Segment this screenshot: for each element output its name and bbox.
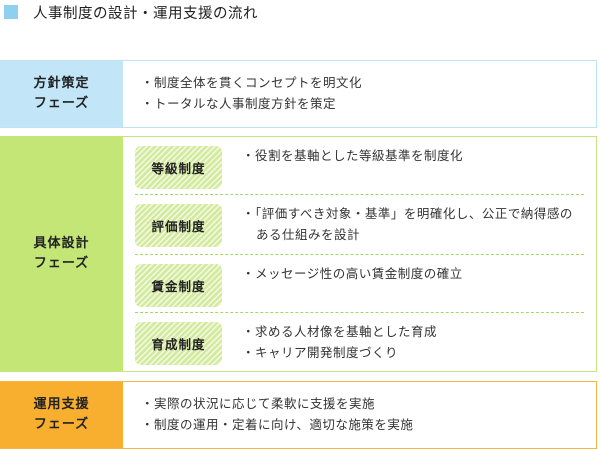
- phase-body: ・実際の状況に応じて柔軟に支援を実施 ・制度の運用・定着に向け、適切な施策を実施: [123, 382, 596, 448]
- system-tag: 賃金制度: [135, 264, 222, 307]
- phase-label-line2: フェーズ: [33, 96, 90, 111]
- system-row-evaluation: 評価制度 ・「評価すべき対象・基準」を明確化し、公正で納得感のある仕組みを設計: [135, 195, 584, 255]
- phase-operation: 運用支援 フェーズ ・実際の状況に応じて柔軟に支援を実施 ・制度の運用・定着に向…: [0, 381, 597, 449]
- system-row-grade: 等級制度 ・役割を基軸とした等級基準を制度化: [135, 137, 584, 195]
- system-row-development: 育成制度 ・求める人材像を基軸とした育成 ・キャリア開発制度づくり: [135, 313, 584, 371]
- bullet-item: ・トータルな人事制度方針を策定: [141, 96, 337, 111]
- phase-label-line1: 具体設計: [33, 236, 90, 251]
- bullet-item: ・メッセージ性の高い賃金制度の確立: [242, 266, 463, 281]
- diagram-title: 人事制度の設計・運用支援の流れ: [4, 3, 258, 22]
- phase-label-line1: 運用支援: [33, 397, 90, 412]
- system-tag: 評価制度: [135, 204, 222, 247]
- bullet-item: ・求める人材像を基軸とした育成: [242, 324, 438, 339]
- system-tag: 等級制度: [135, 146, 222, 189]
- phase-policy: 方針策定 フェーズ ・制度全体を貫くコンセプトを明文化 ・トータルな人事制度方針…: [0, 60, 597, 128]
- bullet-list: ・メッセージ性の高い賃金制度の確立: [242, 263, 463, 312]
- bullet-list: ・実際の状況に応じて柔軟に支援を実施 ・制度の運用・定着に向け、適切な施策を実施: [141, 393, 596, 435]
- system-row-wage: 賃金制度 ・メッセージ性の高い賃金制度の確立: [135, 255, 584, 313]
- bullet-item: ・役割を基軸とした等級基準を制度化: [242, 148, 464, 163]
- bullet-list: ・制度全体を貫くコンセプトを明文化 ・トータルな人事制度方針を策定: [141, 72, 596, 114]
- phase-label-line1: 方針策定: [33, 76, 90, 91]
- bullet-list: ・役割を基軸とした等級基準を制度化: [242, 145, 463, 194]
- title-text: 人事制度の設計・運用支援の流れ: [33, 5, 258, 22]
- phase-design: 具体設計 フェーズ 等級制度 ・役割を基軸とした等級基準を制度化 評価制度 ・「…: [0, 136, 597, 372]
- phase-body: 等級制度 ・役割を基軸とした等級基準を制度化 評価制度 ・「評価すべき対象・基準…: [123, 137, 596, 371]
- phase-label: 具体設計 フェーズ: [0, 137, 123, 371]
- system-tag: 育成制度: [135, 322, 222, 365]
- bullet-list: ・「評価すべき対象・基準」を明確化し、公正で納得感のある仕組みを設計: [242, 203, 582, 254]
- phase-body: ・制度全体を貫くコンセプトを明文化 ・トータルな人事制度方針を策定: [123, 61, 596, 127]
- bullet-item: ・キャリア開発制度づくり: [242, 345, 399, 360]
- bullet-item: ・制度全体を貫くコンセプトを明文化: [141, 75, 363, 90]
- square-bullet-icon: [4, 5, 18, 19]
- bullet-item: ・制度の運用・定着に向け、適切な施策を実施: [141, 417, 414, 432]
- phase-label-line2: フェーズ: [33, 256, 90, 271]
- bullet-item: ・実際の状況に応じて柔軟に支援を実施: [141, 396, 376, 411]
- bullet-item: ・「評価すべき対象・基準」を明確化し、公正で納得感のある仕組みを設計: [242, 206, 573, 242]
- bullet-list: ・求める人材像を基軸とした育成 ・キャリア開発制度づくり: [242, 321, 437, 371]
- phase-label-line2: フェーズ: [33, 417, 90, 432]
- phase-label: 運用支援 フェーズ: [0, 382, 123, 448]
- phase-label: 方針策定 フェーズ: [0, 61, 123, 127]
